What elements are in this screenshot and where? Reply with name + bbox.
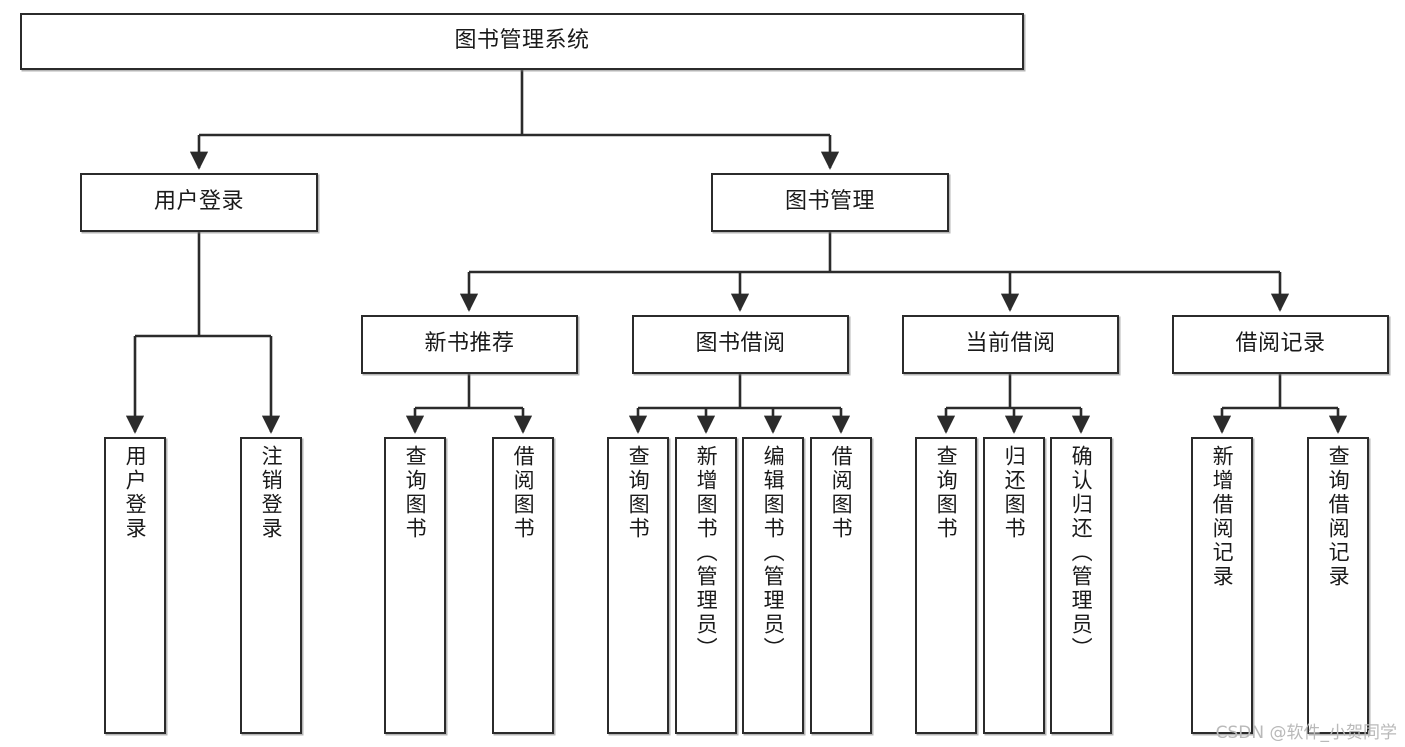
node-borrow-record-label: 借阅记录	[1235, 331, 1326, 357]
leaf-query-book-2[interactable]: 查询图书	[607, 437, 669, 734]
leaf-query-record[interactable]: 查询借阅记录	[1307, 437, 1369, 734]
leaf-user-login-label: 用户登录	[123, 445, 148, 541]
node-book-manage-label: 图书管理	[784, 189, 875, 215]
leaf-borrow-book-2-label: 借阅图书	[829, 445, 854, 541]
leaf-edit-book[interactable]: 编辑图书（管理员）	[742, 437, 804, 734]
node-book-manage[interactable]: 图书管理	[711, 173, 949, 232]
leaf-edit-book-label: 编辑图书（管理员）	[761, 445, 786, 661]
leaf-add-book[interactable]: 新增图书（管理员）	[675, 437, 737, 734]
leaf-return-book[interactable]: 归还图书	[983, 437, 1045, 734]
leaf-query-book-1[interactable]: 查询图书	[384, 437, 446, 734]
leaf-query-book-2-label: 查询图书	[626, 445, 651, 541]
leaf-borrow-book-1-label: 借阅图书	[511, 445, 536, 541]
node-current-borrow-label: 当前借阅	[965, 331, 1056, 357]
node-root[interactable]: 图书管理系统	[20, 13, 1024, 70]
leaf-confirm-return-label: 确认归还（管理员）	[1069, 445, 1094, 661]
node-user-login-label: 用户登录	[153, 189, 244, 215]
leaf-logout-login-label: 注销登录	[259, 445, 284, 541]
watermark: CSDN @软件_小贺同学	[1215, 723, 1397, 743]
node-root-label: 图书管理系统	[454, 28, 590, 54]
leaf-user-login[interactable]: 用户登录	[104, 437, 166, 734]
leaf-query-book-3[interactable]: 查询图书	[915, 437, 977, 734]
node-user-login[interactable]: 用户登录	[80, 173, 318, 232]
leaf-borrow-book-1[interactable]: 借阅图书	[492, 437, 554, 734]
node-new-book-recommend[interactable]: 新书推荐	[361, 315, 578, 374]
leaf-query-book-1-label: 查询图书	[403, 445, 428, 541]
leaf-logout-login[interactable]: 注销登录	[240, 437, 302, 734]
leaf-confirm-return[interactable]: 确认归还（管理员）	[1050, 437, 1112, 734]
leaf-query-book-3-label: 查询图书	[934, 445, 959, 541]
leaf-return-book-label: 归还图书	[1002, 445, 1027, 541]
node-current-borrow[interactable]: 当前借阅	[902, 315, 1119, 374]
node-book-borrow-label: 图书借阅	[695, 331, 786, 357]
node-borrow-record[interactable]: 借阅记录	[1172, 315, 1389, 374]
node-book-borrow[interactable]: 图书借阅	[632, 315, 849, 374]
node-new-book-recommend-label: 新书推荐	[424, 331, 515, 357]
leaf-add-record-label: 新增借阅记录	[1210, 445, 1235, 589]
leaf-query-record-label: 查询借阅记录	[1326, 445, 1351, 589]
leaf-add-book-label: 新增图书（管理员）	[694, 445, 719, 661]
leaf-add-record[interactable]: 新增借阅记录	[1191, 437, 1253, 734]
leaf-borrow-book-2[interactable]: 借阅图书	[810, 437, 872, 734]
